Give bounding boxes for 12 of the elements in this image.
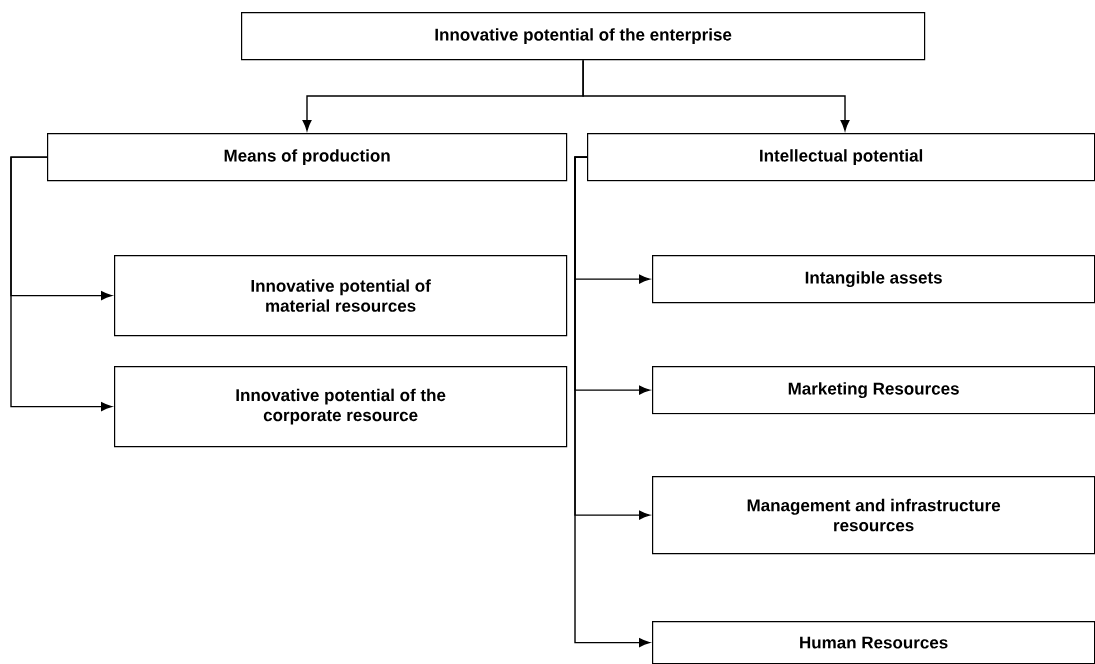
box: Innovative potential of the enterprise — [241, 12, 926, 61]
box: Intangible assets — [652, 255, 1095, 304]
box: Means of production — [47, 133, 568, 182]
box: Marketing Resources — [652, 366, 1095, 415]
arrow — [10, 156, 112, 412]
box: Management and infrastructure resources — [652, 476, 1095, 555]
box: Intellectual potential — [587, 133, 1095, 182]
arrow — [582, 59, 850, 131]
arrow — [574, 156, 650, 648]
box: Innovative potential of the corporate resource — [114, 366, 568, 448]
box: Innovative potential of material resources — [114, 255, 568, 337]
box: Human Resources — [652, 621, 1095, 664]
